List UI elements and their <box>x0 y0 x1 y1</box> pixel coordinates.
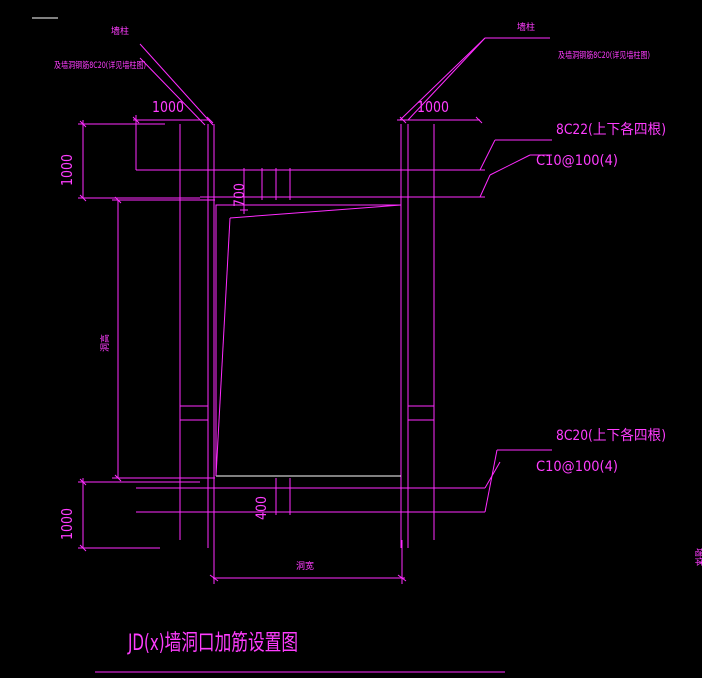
leader-lines-top <box>139 37 550 126</box>
bottom-dimension <box>209 540 407 584</box>
drawing-title: JD(x)墙洞口加筋设置图 <box>126 631 298 656</box>
dim-700-lines <box>240 168 248 214</box>
hole-height-label: 洞高 <box>99 334 111 352</box>
top-stirrup-label: C10@100(4) <box>536 153 618 169</box>
tr-rebar-note: 及墙洞钢筋8C20(详见墙柱图) <box>558 50 650 61</box>
wall-opening <box>215 204 402 477</box>
top-main-rebar-label: 8C22(上下各四根) <box>556 122 666 138</box>
dim-left-top-text: 1000 <box>58 154 76 186</box>
right-edge-label: 墙体 <box>693 548 702 566</box>
dim-400-text: 400 <box>254 496 270 520</box>
dim-700-text: 700 <box>232 183 248 207</box>
wall-columns <box>179 124 435 548</box>
hole-width-label: 洞宽 <box>296 560 314 572</box>
dim-top-right-text: 1000 <box>417 98 449 116</box>
bottom-main-rebar-label: 8C20(上下各四根) <box>556 428 666 444</box>
tr-wall-col-label: 墙柱 <box>517 21 535 33</box>
tl-rebar-note: 及墙洞钢筋8C20(详见墙柱图) <box>54 60 146 71</box>
dim-top-left-text: 1000 <box>152 98 184 116</box>
bottom-beam <box>136 449 552 515</box>
top-beam <box>136 139 552 200</box>
left-dimensions <box>78 120 215 552</box>
top-dimensions <box>132 115 483 170</box>
bottom-stirrup-label: C10@100(4) <box>536 459 618 475</box>
dim-left-bottom-text: 1000 <box>58 508 76 540</box>
tl-wall-col-label: 墙柱 <box>111 25 129 37</box>
